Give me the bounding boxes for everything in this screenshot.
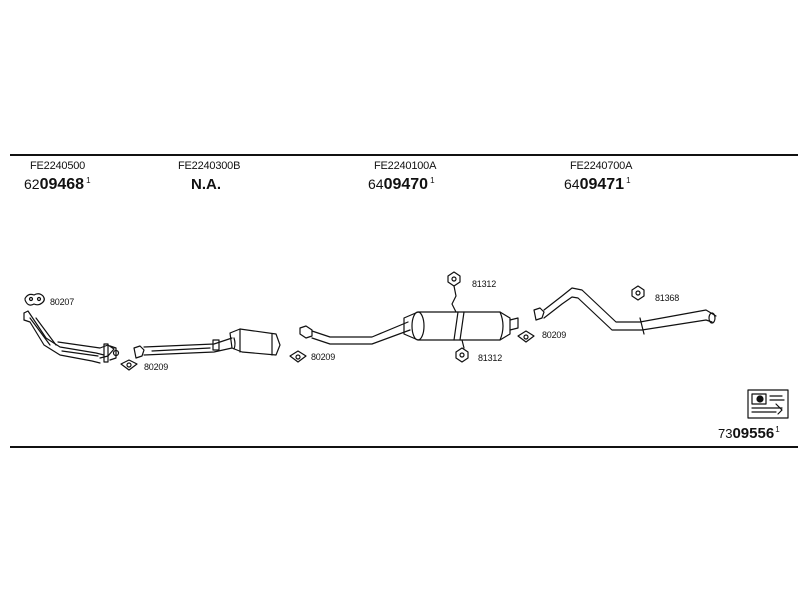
hanger-81368-icon xyxy=(631,285,645,301)
reference-suffix: 1 xyxy=(775,425,780,434)
gasket-80207-icon xyxy=(24,293,45,306)
hanger-81312-bottom-icon xyxy=(455,339,469,363)
section-1-prefix: 62 xyxy=(24,176,40,192)
callout-81312-top: 81312 xyxy=(472,279,497,289)
bottom-divider xyxy=(10,446,798,448)
section-3-main: 09470 xyxy=(383,176,429,193)
section-1-suffix: 1 xyxy=(86,176,91,185)
center-pipe-icon xyxy=(299,321,411,345)
callout-81368: 81368 xyxy=(655,293,680,303)
gasket-80209-right-icon xyxy=(517,330,535,343)
reference-main: 09556 xyxy=(732,425,775,442)
callout-80207: 80207 xyxy=(50,297,75,307)
reference-logo-icon xyxy=(747,389,789,419)
reference-prefix: 73 xyxy=(718,426,733,441)
gasket-80209-left-icon xyxy=(120,359,138,371)
main-muffler-icon xyxy=(403,311,519,341)
section-4-prefix: 64 xyxy=(564,176,580,192)
hanger-81312-top-icon xyxy=(447,271,461,313)
front-pipe-icon xyxy=(23,310,120,364)
reference-part-number: 73095561 xyxy=(718,425,780,443)
section-2-code: FE2240300B xyxy=(178,160,241,172)
section-4-suffix: 1 xyxy=(626,176,631,185)
callout-80209-left: 80209 xyxy=(144,362,169,372)
section-3-suffix: 1 xyxy=(430,176,435,185)
tail-pipe-icon xyxy=(533,287,717,335)
section-3-code: FE2240100A xyxy=(374,160,437,172)
intermediate-pipe-icon xyxy=(133,328,281,359)
section-1-code: FE2240500 xyxy=(30,160,86,172)
section-2-na: N.A. xyxy=(191,176,221,193)
callout-81312-bottom: 81312 xyxy=(478,353,503,363)
callout-80209-middle: 80209 xyxy=(311,352,336,362)
section-3-prefix: 64 xyxy=(368,176,384,192)
section-4-main: 09471 xyxy=(579,176,625,193)
gasket-80209-middle-icon xyxy=(289,350,307,363)
callout-80209-right: 80209 xyxy=(542,330,567,340)
top-divider xyxy=(10,154,798,156)
section-4-code: FE2240700A xyxy=(570,160,633,172)
section-1-main: 09468 xyxy=(39,176,85,193)
